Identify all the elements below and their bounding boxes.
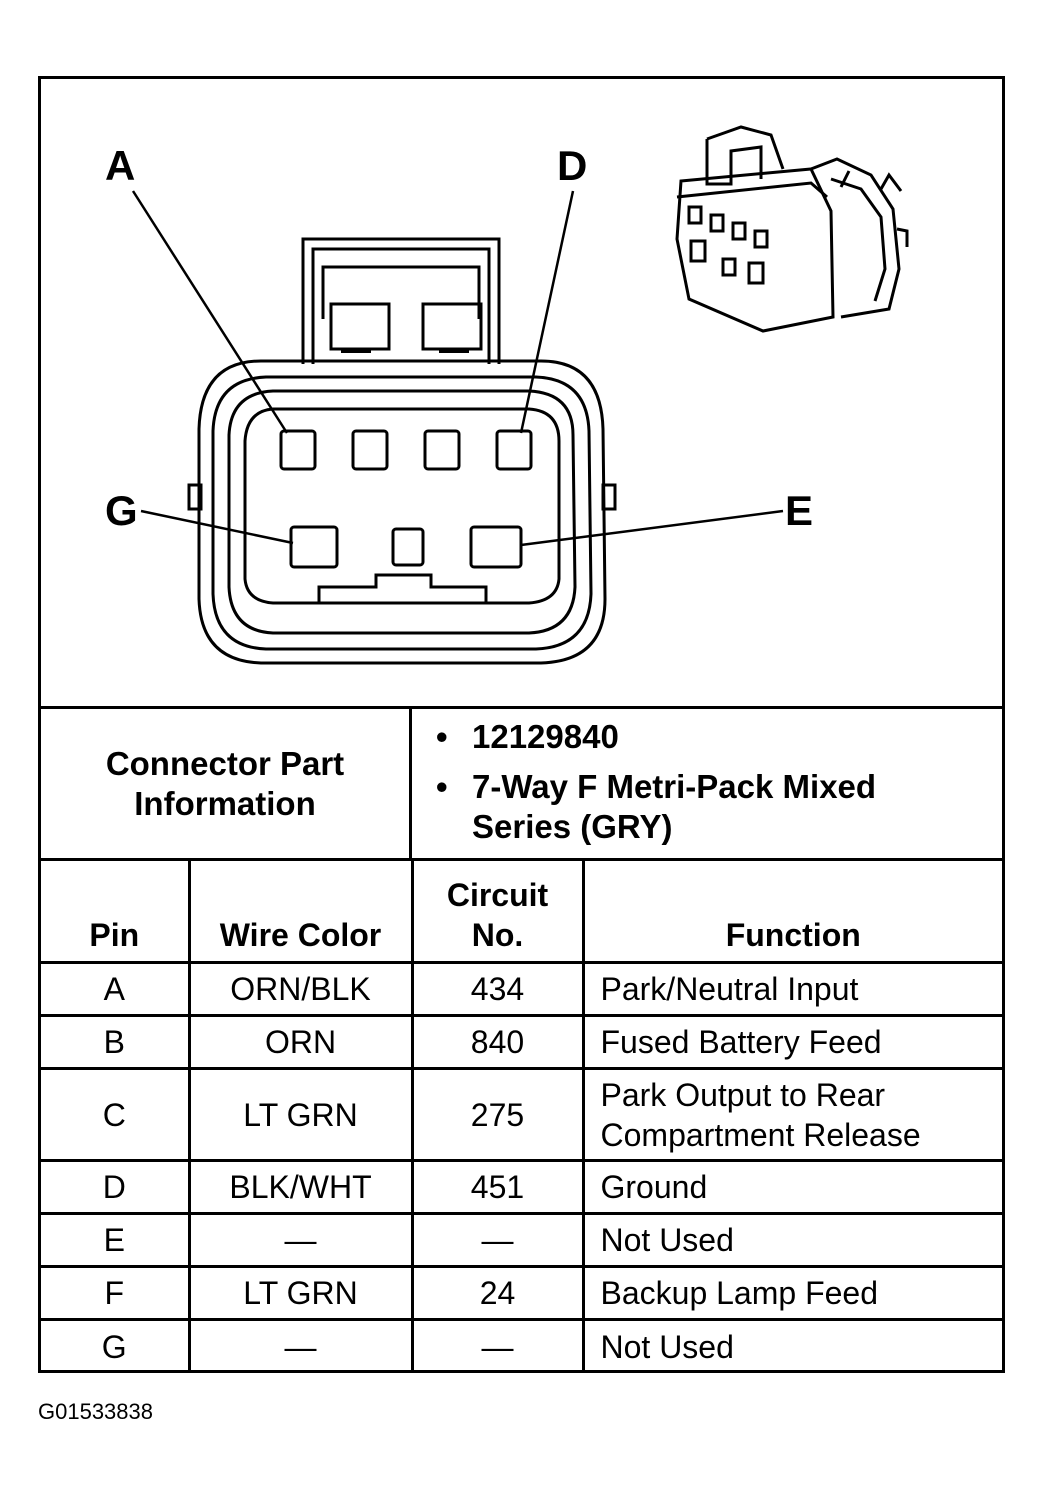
table-row: D BLK/WHT 451 Ground bbox=[41, 1159, 1002, 1215]
wire-color-cell: — bbox=[187, 1212, 414, 1268]
connector-info-values: 12129840 7-Way F Metri-Pack Mixed Series… bbox=[412, 709, 1002, 858]
connector-part-info: Connector Part Information 12129840 7-Wa… bbox=[41, 706, 1002, 858]
pin-cell: G bbox=[41, 1318, 191, 1373]
function-cell: Not Used bbox=[581, 1212, 1002, 1268]
circuit-cell: 451 bbox=[410, 1159, 585, 1215]
part-number: 12129840 bbox=[436, 717, 982, 757]
wire-color-cell: LT GRN bbox=[187, 1067, 414, 1162]
table-header-row: Pin Wire Color Circuit No. Function bbox=[41, 858, 1002, 964]
connector-isometric-icon bbox=[675, 125, 909, 333]
pin-cell: B bbox=[41, 1014, 191, 1070]
pin-cell: A bbox=[41, 961, 191, 1017]
pin-cell: D bbox=[41, 1159, 191, 1215]
circuit-cell: 840 bbox=[410, 1014, 585, 1070]
header-circuit-no: Circuit No. bbox=[410, 858, 585, 964]
circuit-cell: 434 bbox=[410, 961, 585, 1017]
table-row: E — — Not Used bbox=[41, 1212, 1002, 1268]
pin-cell: F bbox=[41, 1265, 191, 1321]
circuit-cell: 24 bbox=[410, 1265, 585, 1321]
pin-label-d: D bbox=[557, 142, 587, 189]
function-cell: Park/Neutral Input bbox=[581, 961, 1002, 1017]
connector-figure-frame: A D G E Connector Part Information 12129… bbox=[38, 76, 1005, 1373]
pin-label-a: A bbox=[105, 142, 135, 189]
wire-color-cell: ORN/BLK bbox=[187, 961, 414, 1017]
function-cell: Not Used bbox=[581, 1318, 1002, 1373]
figure-id: G01533838 bbox=[38, 1399, 153, 1424]
pin-cell: C bbox=[41, 1067, 191, 1162]
wire-color-cell: — bbox=[187, 1318, 414, 1373]
function-cell: Fused Battery Feed bbox=[581, 1014, 1002, 1070]
table-row: F LT GRN 24 Backup Lamp Feed bbox=[41, 1265, 1002, 1321]
wire-color-cell: BLK/WHT bbox=[187, 1159, 414, 1215]
table-row: B ORN 840 Fused Battery Feed bbox=[41, 1014, 1002, 1070]
table-row: C LT GRN 275 Park Output to Rear Compart… bbox=[41, 1067, 1002, 1162]
pinout-table: Pin Wire Color Circuit No. Function A OR… bbox=[41, 858, 1002, 1373]
table-row: A ORN/BLK 434 Park/Neutral Input bbox=[41, 961, 1002, 1017]
header-wire-color: Wire Color bbox=[187, 858, 414, 964]
header-function: Function bbox=[581, 858, 1002, 964]
table-row: G — — Not Used bbox=[41, 1318, 1002, 1373]
function-cell: Backup Lamp Feed bbox=[581, 1265, 1002, 1321]
pin-label-e: E bbox=[785, 487, 813, 534]
circuit-cell: — bbox=[410, 1212, 585, 1268]
wire-color-cell: ORN bbox=[187, 1014, 414, 1070]
pin-cell: E bbox=[41, 1212, 191, 1268]
header-pin: Pin bbox=[41, 858, 191, 964]
pin-label-g: G bbox=[105, 487, 138, 534]
function-cell: Park Output to Rear Compartment Release bbox=[581, 1067, 1002, 1162]
circuit-cell: — bbox=[410, 1318, 585, 1373]
connector-face-drawing: A D G E bbox=[105, 125, 909, 665]
connector-info-label: Connector Part Information bbox=[41, 709, 412, 858]
circuit-cell: 275 bbox=[410, 1067, 585, 1162]
connector-diagram: A D G E bbox=[41, 79, 1002, 706]
connector-description: 7-Way F Metri-Pack Mixed Series (GRY) bbox=[436, 767, 982, 847]
function-cell: Ground bbox=[581, 1159, 1002, 1215]
wire-color-cell: LT GRN bbox=[187, 1265, 414, 1321]
